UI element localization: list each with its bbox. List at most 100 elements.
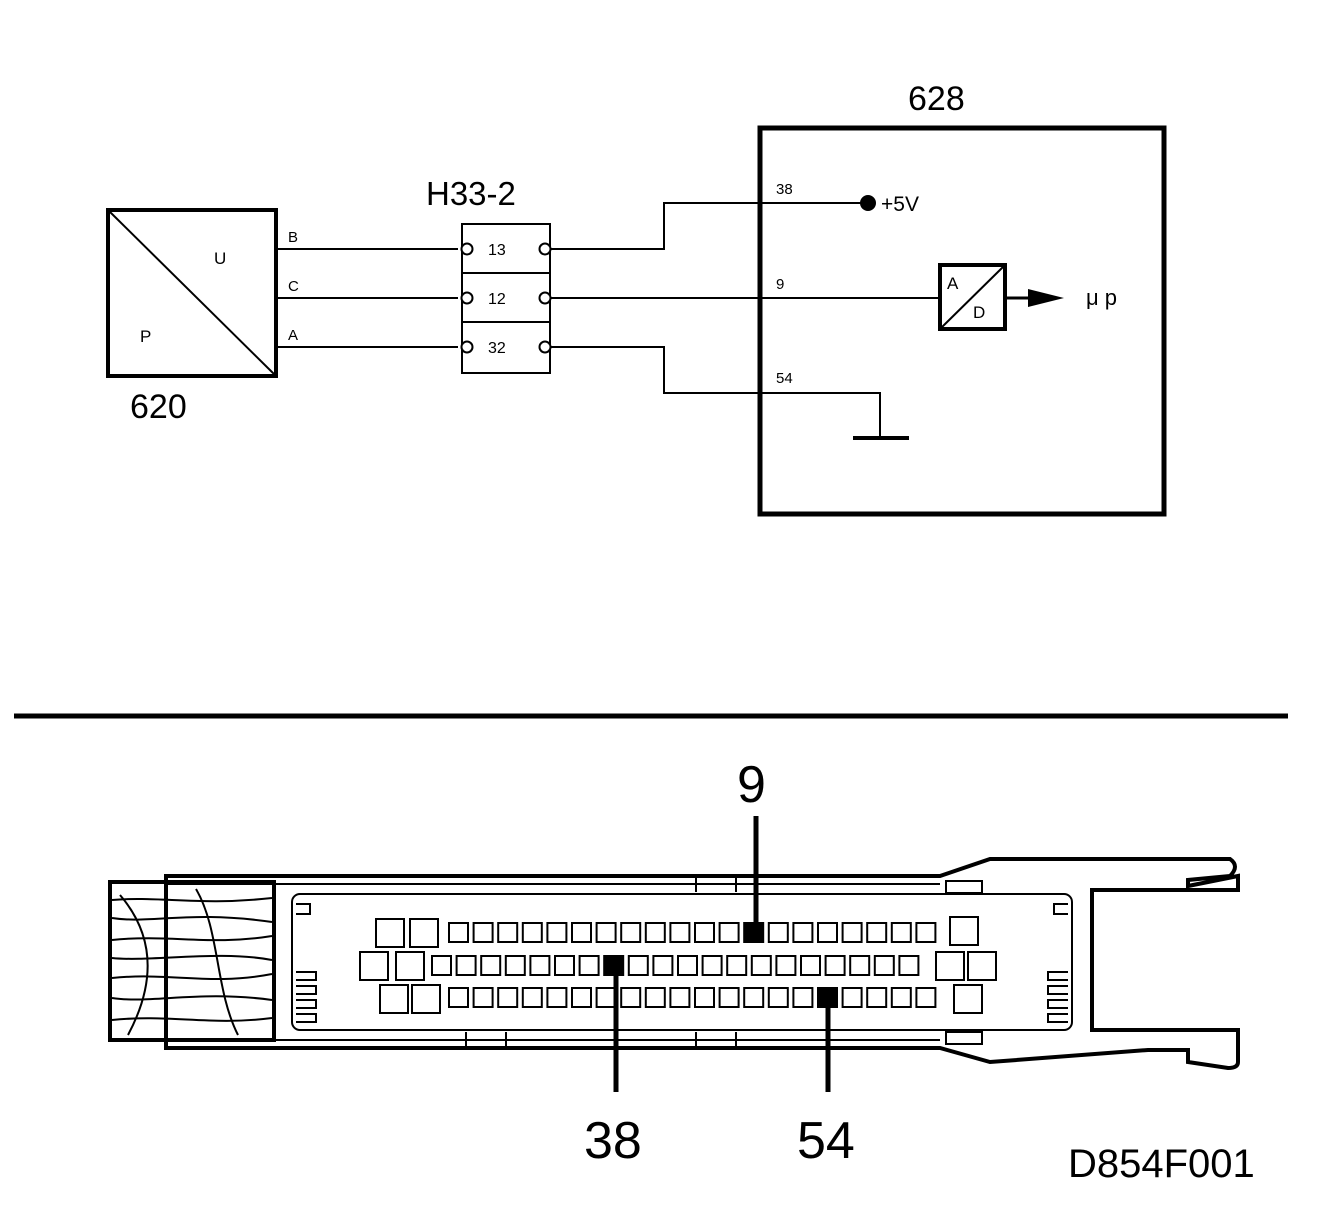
pin <box>817 922 838 943</box>
pin <box>718 922 740 943</box>
output-label: μ p <box>1086 285 1117 310</box>
pin <box>866 987 888 1008</box>
pin <box>669 922 691 943</box>
large-pin <box>411 984 441 1014</box>
pin <box>472 987 494 1008</box>
pin <box>627 955 649 976</box>
callout-pin-38: 38 <box>584 1112 642 1170</box>
pin <box>644 922 666 943</box>
pin <box>873 955 895 976</box>
pin <box>620 922 642 943</box>
pin <box>750 955 772 976</box>
large-pin <box>967 951 997 981</box>
wire-label-c: C <box>288 278 299 295</box>
pin <box>669 987 691 1008</box>
pin <box>529 955 551 976</box>
pin <box>497 922 519 943</box>
callout-pin-54: 54 <box>797 1112 855 1170</box>
sensor-wires <box>276 248 458 348</box>
pin <box>841 922 863 943</box>
pin <box>644 987 666 1008</box>
pin <box>841 987 863 1008</box>
pin <box>472 922 494 943</box>
pin <box>455 955 477 976</box>
pin <box>480 955 502 976</box>
wire-label-b: B <box>288 229 298 246</box>
pin <box>554 955 575 976</box>
pin-grid <box>359 916 997 1014</box>
pin-9 <box>743 922 765 943</box>
supply-node-dot <box>860 195 876 211</box>
wire-label-a: A <box>288 327 298 344</box>
pin <box>521 922 543 943</box>
callout-pin-9: 9 <box>737 756 766 814</box>
pin <box>800 955 821 976</box>
pin <box>849 955 871 976</box>
connector-pin-32: 32 <box>488 340 506 357</box>
pin <box>595 987 617 1008</box>
ecu-wires <box>551 202 940 438</box>
connector-h33-2: H33-2 13 12 32 <box>426 175 552 374</box>
supply-label: +5V <box>881 193 919 216</box>
pin <box>620 987 642 1008</box>
pin <box>694 922 715 943</box>
pin <box>504 955 526 976</box>
pin <box>448 987 469 1008</box>
pin <box>431 955 452 976</box>
pin <box>792 922 814 943</box>
large-pin <box>949 916 979 946</box>
ecu-pin-38: 38 <box>776 181 793 198</box>
pin <box>767 987 789 1008</box>
pin <box>718 987 740 1008</box>
pin <box>701 955 723 976</box>
large-pin <box>395 951 425 981</box>
pin <box>898 955 920 976</box>
large-pin <box>375 918 405 948</box>
pin <box>792 987 814 1008</box>
large-pin <box>379 984 409 1014</box>
pin <box>521 987 543 1008</box>
figure-id: D854F001 <box>1068 1142 1255 1186</box>
sensor-620: U P 620 <box>106 208 278 426</box>
large-pin <box>935 951 965 981</box>
connector-id: H33-2 <box>426 175 516 212</box>
connector-pin-12: 12 <box>488 291 506 308</box>
ecu-pin-54: 54 <box>776 370 793 387</box>
pin <box>546 922 568 943</box>
pin <box>866 922 888 943</box>
pin <box>767 922 789 943</box>
adc-block: A D <box>938 263 1007 331</box>
pin <box>824 955 846 976</box>
sensor-id: 620 <box>130 388 187 426</box>
cable-bundle <box>108 880 276 1042</box>
pin <box>915 922 937 943</box>
pin <box>595 922 617 943</box>
ecu-id: 628 <box>908 80 965 118</box>
ecu-628: 628 38 9 54 +5V A D μ p <box>757 80 1167 517</box>
connector-pin-13: 13 <box>488 242 506 259</box>
pin <box>578 955 600 976</box>
pin <box>743 987 765 1008</box>
large-pin <box>953 984 983 1014</box>
large-pin <box>359 951 389 981</box>
ecu-pin-9: 9 <box>776 276 784 293</box>
sensor-label-p: P <box>140 327 151 346</box>
pin <box>677 955 698 976</box>
large-pin <box>409 918 439 948</box>
output-arrow-icon <box>1028 289 1064 307</box>
ecu-plug <box>108 816 1240 1092</box>
pin <box>775 955 797 976</box>
sensor-label-u: U <box>214 249 226 268</box>
pin <box>890 987 912 1008</box>
pin <box>571 987 592 1008</box>
pin <box>726 955 748 976</box>
pin <box>546 987 568 1008</box>
pin <box>915 987 937 1008</box>
pin <box>497 987 519 1008</box>
adc-label-d: D <box>973 303 985 322</box>
pin <box>890 922 912 943</box>
pin <box>571 922 592 943</box>
pin <box>694 987 715 1008</box>
pin <box>448 922 469 943</box>
